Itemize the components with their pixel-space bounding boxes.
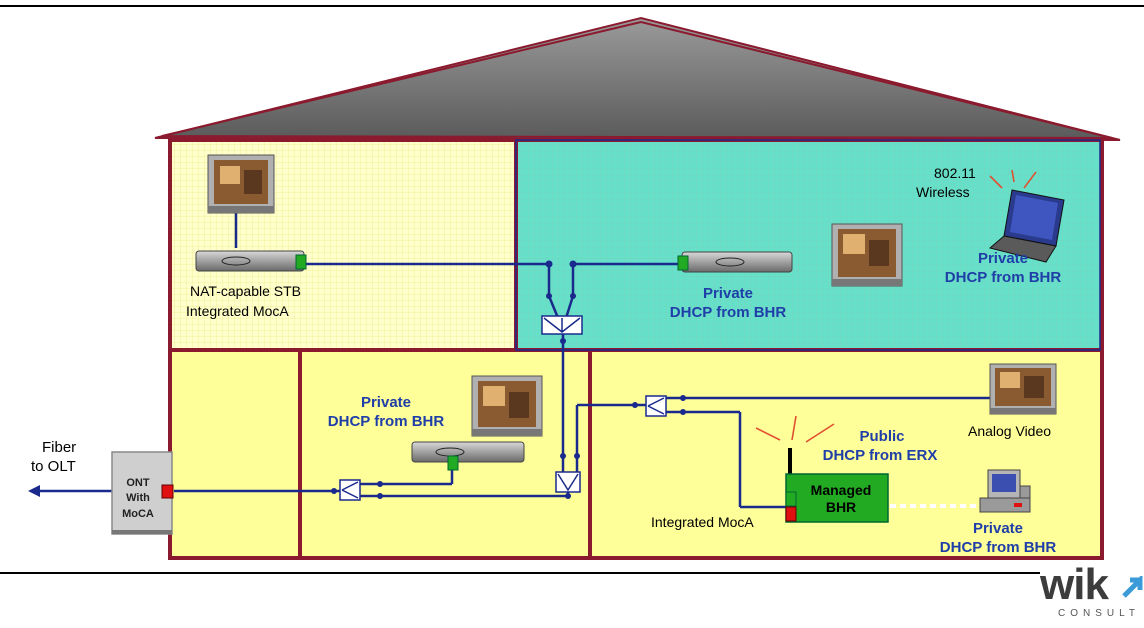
public-dhcp-label: DHCP from ERX [822, 447, 938, 464]
pc-icon [979, 469, 1031, 513]
stb-lower-dhcp-label: DHCP from BHR [327, 413, 445, 430]
splitters [339, 315, 667, 501]
wik-consult-logo: wik CONSULT [1040, 560, 1144, 623]
stb-lower-private-label: Private [360, 394, 412, 411]
ont-label-1: ONT [126, 477, 150, 489]
tv-upstairs-left [207, 154, 275, 214]
logo-sub: CONSULT [1058, 608, 1141, 619]
public-label: Public [859, 428, 905, 445]
wireless-rays-bhr [755, 415, 835, 443]
bhr-label-1: Managed [810, 482, 872, 498]
tv-analog-video [989, 363, 1057, 415]
tv-upstairs-private-label: Private [702, 285, 754, 302]
cables [174, 212, 990, 509]
bhr-label-2: BHR [825, 499, 857, 515]
laptop-dhcp-label: DHCP from BHR [944, 269, 1062, 286]
ont-label-3: MoCA [122, 508, 154, 520]
stb-upstairs-right [677, 251, 793, 273]
stb-upstairs-left [195, 250, 307, 272]
pc-private-label: Private [972, 520, 1024, 537]
tv-upstairs-right [831, 223, 903, 287]
fiber-label-2: to OLT [31, 458, 76, 475]
fiber-label-1: Fiber [42, 439, 77, 456]
stb-lower-middle [411, 441, 525, 471]
cable-junctions [331, 260, 686, 499]
roof [154, 16, 1121, 141]
ont-device [111, 451, 174, 535]
integrated-moca-label: Integrated MocA [651, 514, 754, 530]
stb-upstairs-label-1: NAT-capable STB [190, 283, 302, 299]
wireless-label-2: Wireless [916, 184, 970, 200]
fiber-arrow [28, 485, 112, 497]
logo-brand: wik [1040, 560, 1109, 609]
wireless-label-1: 802.11 [934, 165, 976, 181]
logo-arrow-icon [1122, 576, 1143, 598]
room-lower-1 [170, 350, 300, 558]
ont-label-2: With [126, 492, 150, 504]
laptop-icon [988, 189, 1065, 263]
tv-lower-middle [471, 375, 543, 437]
stb-upstairs-label-2: Integrated MocA [186, 303, 289, 319]
analog-video-label: Analog Video [968, 423, 1052, 439]
laptop-private-label: Private [977, 250, 1029, 267]
wireless-rays-laptop [989, 169, 1037, 189]
pc-dhcp-label: DHCP from BHR [939, 539, 1057, 556]
bhr-router [785, 448, 889, 523]
tv-upstairs-dhcp-label: DHCP from BHR [669, 304, 787, 321]
